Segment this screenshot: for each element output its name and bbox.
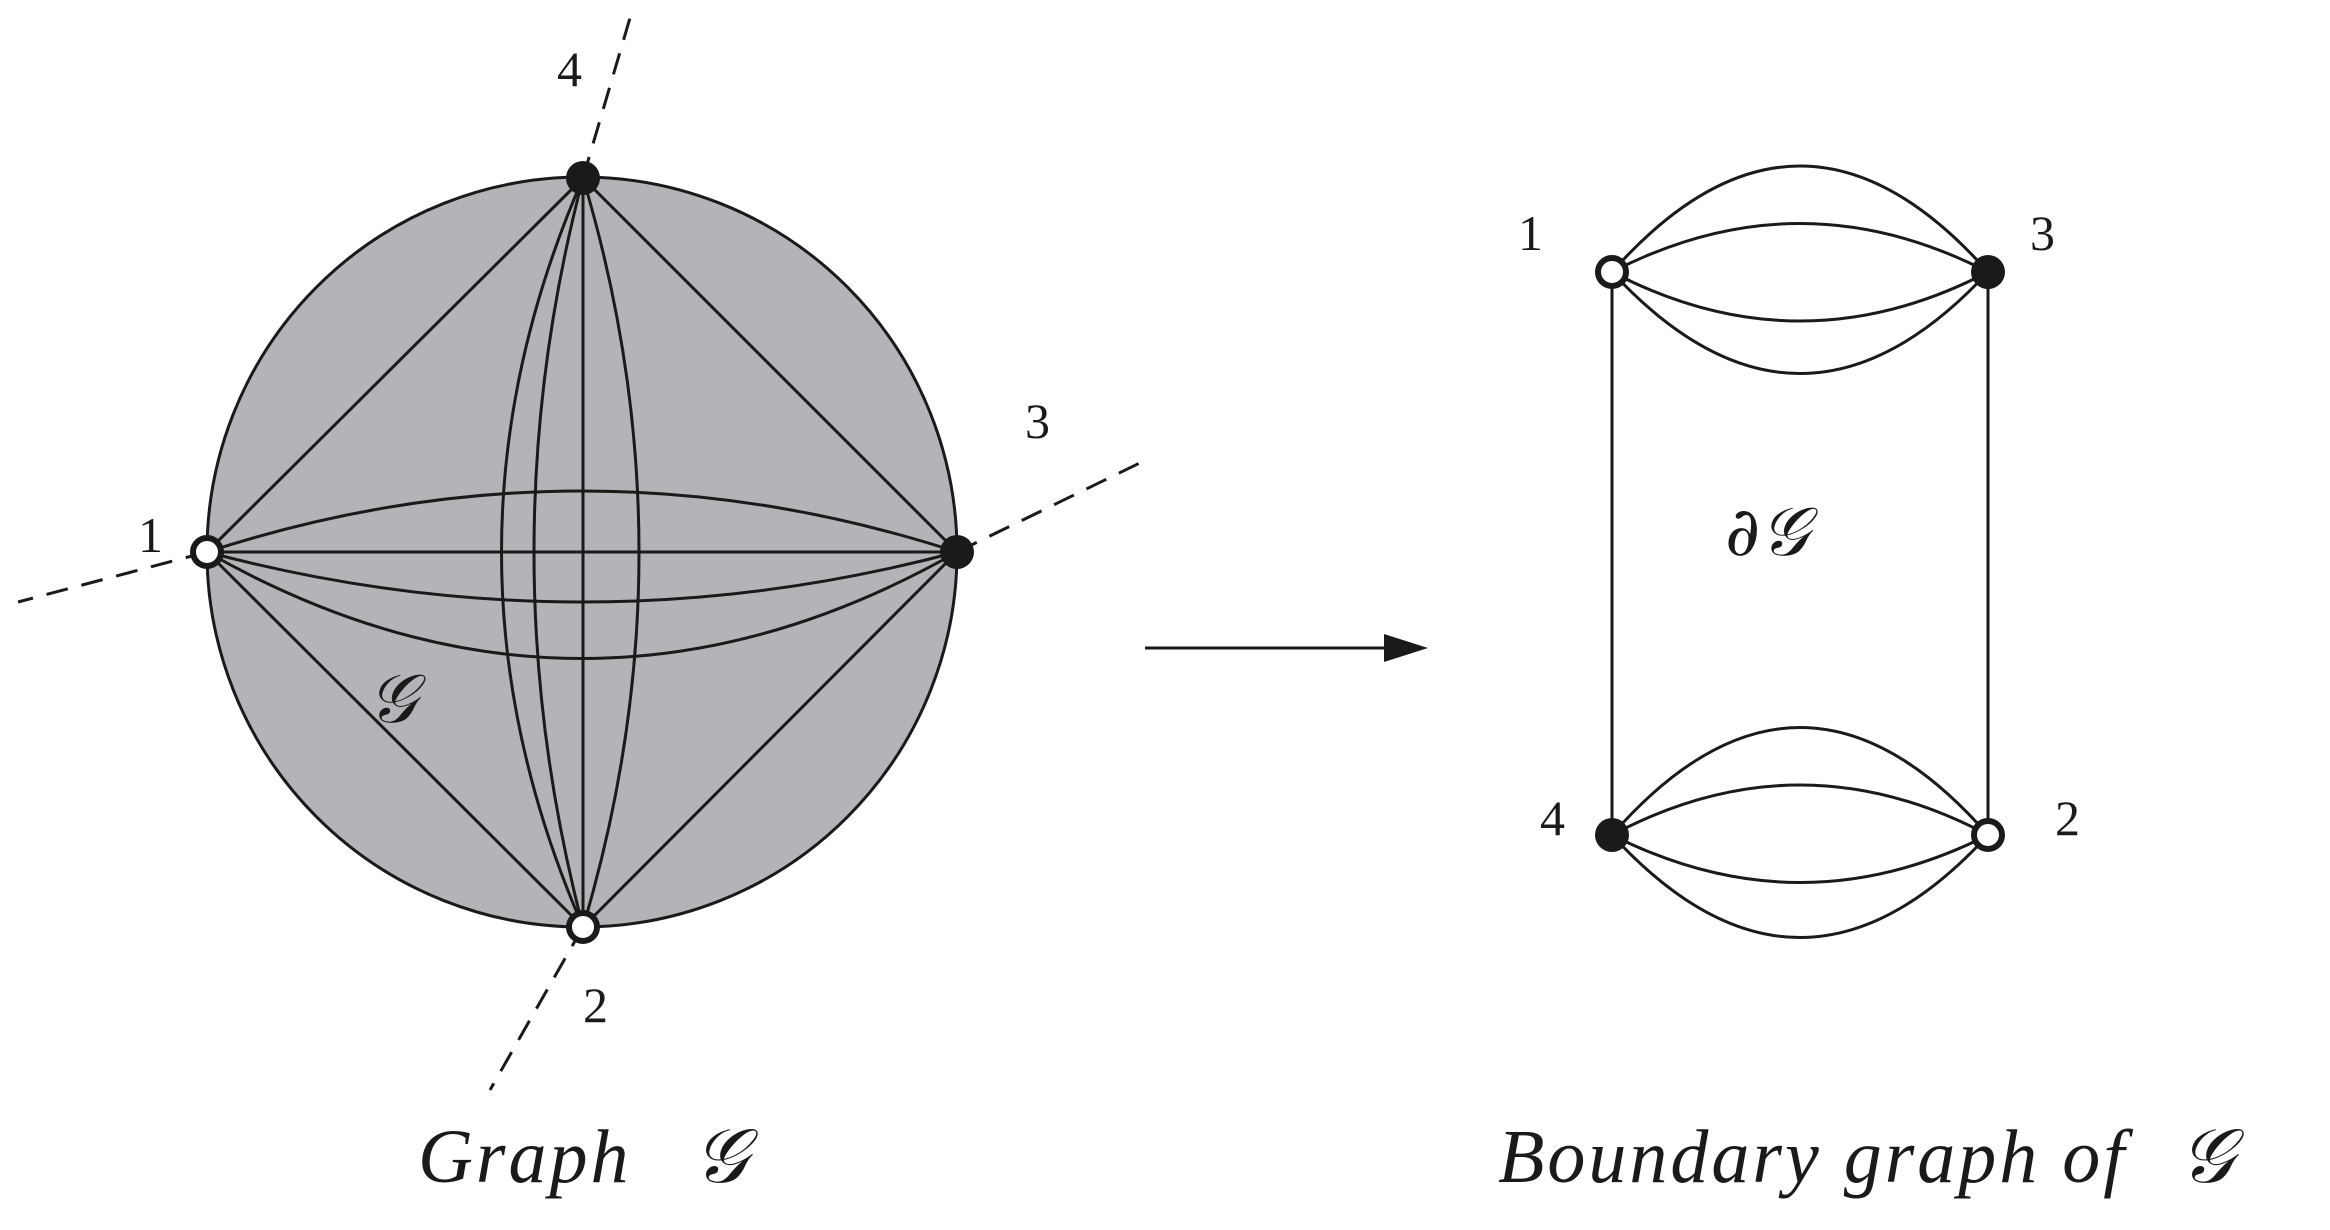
boundary-edges: [1610, 164, 1990, 939]
bedge-1-3-c: [1611, 270, 1989, 323]
external-leg-1: [17, 550, 208, 604]
edge-3-2: [581, 550, 959, 929]
edge-2-1: [205, 550, 585, 929]
graph-figure: 4 3 1 2 𝒢: [17, 17, 1151, 1091]
graph-vertex-label-2: 2: [583, 977, 608, 1033]
bedge-4-2-c: [1611, 833, 1989, 884]
graph-caption-symbol: 𝒢: [693, 1115, 758, 1199]
bedge-1-3-d: [1610, 270, 1990, 375]
external-leg-2: [488, 926, 585, 1091]
boundary-vertex-2: [1971, 818, 2005, 852]
external-leg-3: [956, 456, 1151, 554]
bedge-4-2-b: [1611, 783, 1989, 837]
edge-4-2-right: [581, 177, 641, 928]
graph-edges: [205, 176, 959, 929]
boundary-vertex-label-3: 3: [2030, 205, 2055, 261]
graph-vertex-4: [566, 161, 600, 195]
boundary-caption-prefix: Boundary graph of: [1498, 1115, 2133, 1199]
boundary-vertex-4: [1595, 818, 1629, 852]
boundary-vertex-label-2: 2: [2055, 790, 2080, 846]
edge-1-4: [205, 176, 585, 554]
external-leg-4: [581, 17, 632, 179]
boundary-caption: Boundary graph of 𝒢: [1498, 1115, 2244, 1199]
bedge-4-2-d: [1610, 833, 1990, 939]
graph-vertex-label-4: 4: [557, 41, 582, 97]
bedge-1-3-a: [1610, 164, 1990, 273]
edge-4-3: [581, 176, 959, 554]
graph-symbol: 𝒢: [368, 660, 426, 739]
graph-vertex-label-3: 3: [1025, 393, 1050, 449]
boundary-vertex-3: [1971, 255, 2005, 289]
graph-vertex-3: [940, 535, 974, 569]
edge-4-2-left-inner: [532, 177, 585, 928]
boundary-symbol: ∂𝒢: [1725, 493, 1818, 572]
graph-vertex-label-1: 1: [138, 507, 163, 563]
edge-4-2-left-outer: [500, 177, 585, 928]
boundary-vertex-1: [1595, 255, 1629, 289]
arrow-head: [1384, 634, 1428, 662]
boundary-vertex-label-1: 1: [1518, 205, 1543, 261]
graph-caption-prefix: Graph: [418, 1115, 631, 1199]
graph-caption: Graph 𝒢: [418, 1115, 758, 1199]
bedge-1-3-b: [1611, 222, 1989, 274]
graph-vertex-1: [190, 535, 224, 569]
map-arrow: [1145, 634, 1428, 662]
boundary-caption-symbol: 𝒢: [2179, 1115, 2244, 1199]
boundary-figure: 1 3 4 2 ∂𝒢: [1518, 164, 2080, 939]
bedge-4-2-a: [1610, 726, 1990, 836]
boundary-vertex-label-4: 4: [1540, 790, 1565, 846]
graph-vertex-2: [566, 910, 600, 944]
